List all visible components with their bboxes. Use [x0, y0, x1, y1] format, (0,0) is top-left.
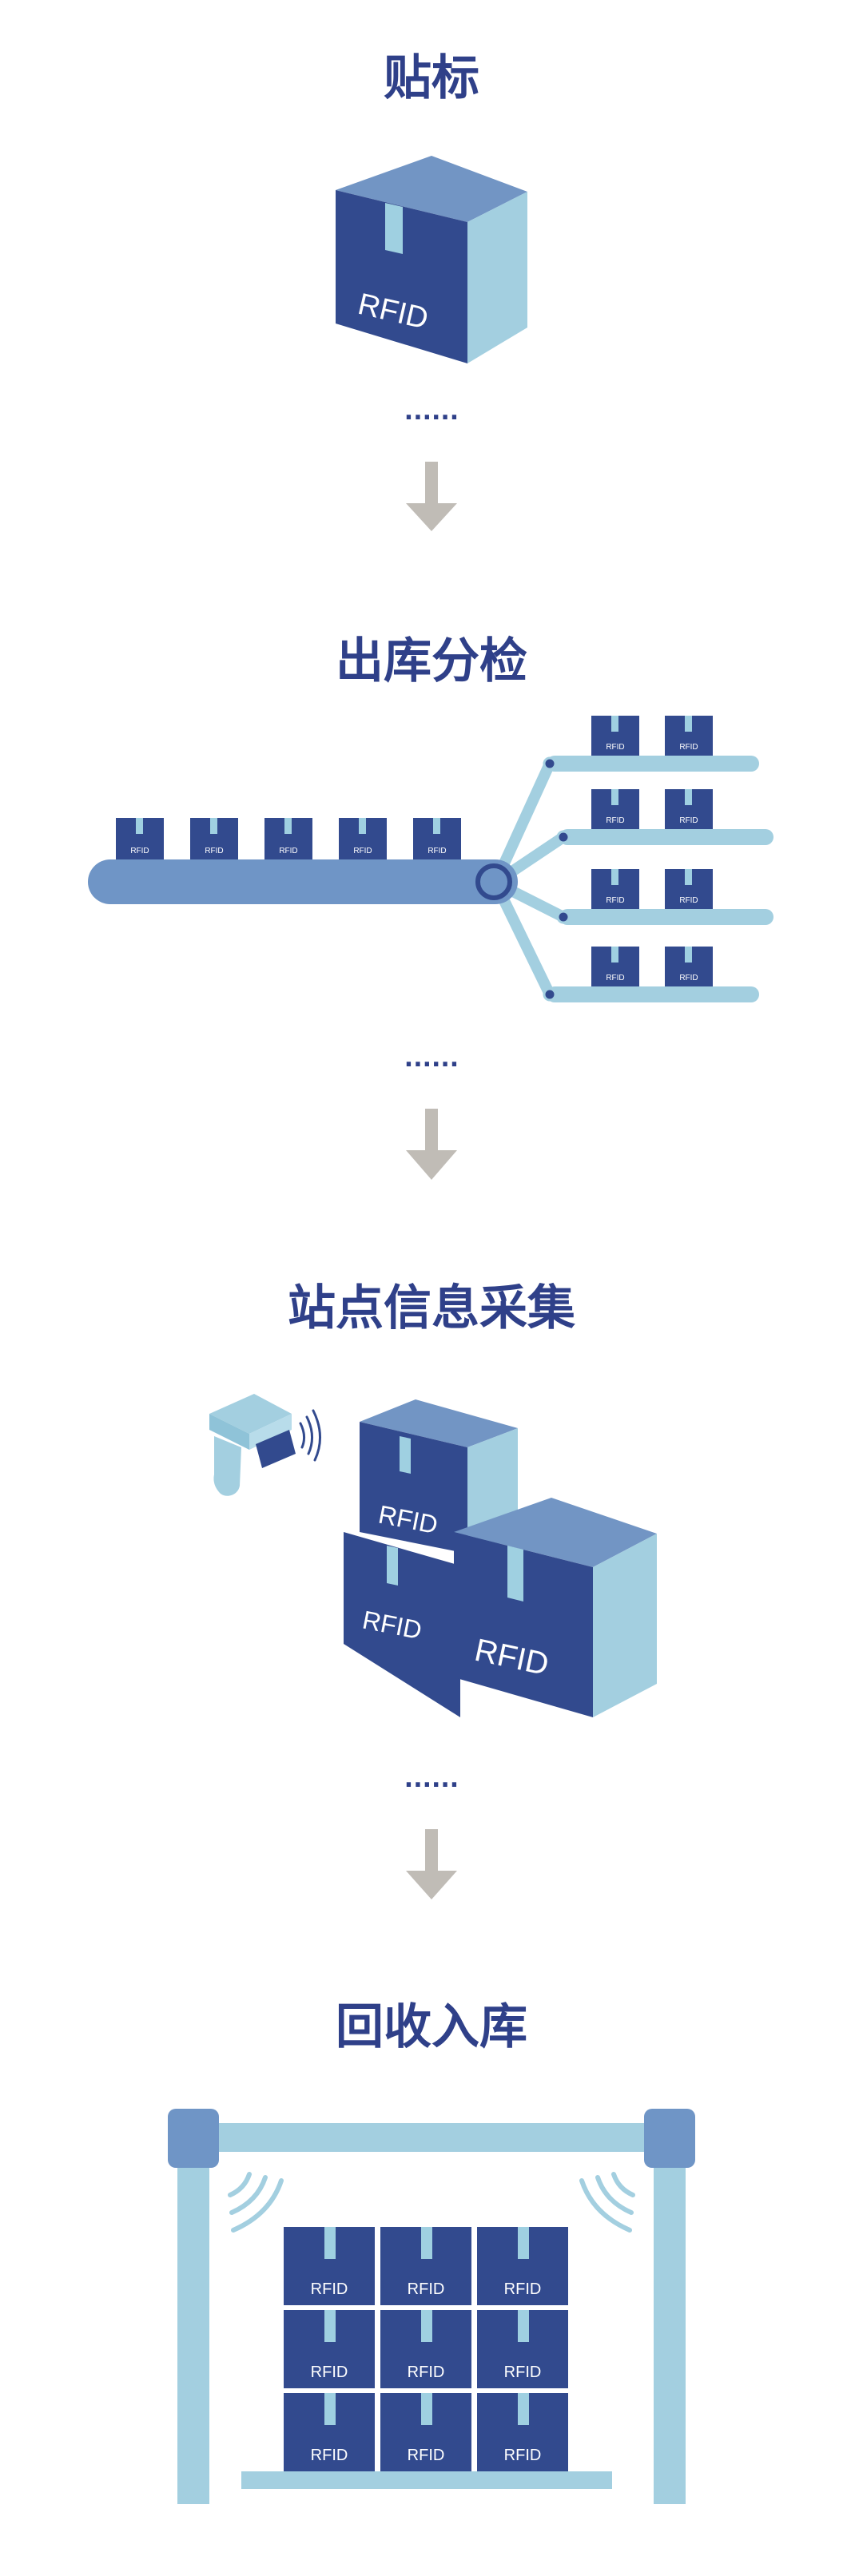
- step-title-recycling: 回收入库: [336, 1999, 527, 2055]
- svg-text:RFID: RFID: [679, 896, 698, 905]
- small-box-icon: RFID: [264, 818, 312, 859]
- arrow-down-icon-3: [406, 1829, 457, 1899]
- grid-box-icon: RFID: [477, 2227, 568, 2305]
- sorting-conveyor: [88, 756, 774, 1002]
- ellipsis-1: ......: [404, 398, 459, 426]
- svg-text:RFID: RFID: [428, 847, 446, 855]
- gate-post-right: [654, 2121, 686, 2504]
- rfid-gate: [168, 2109, 695, 2504]
- svg-text:RFID: RFID: [606, 974, 624, 982]
- svg-text:RFID: RFID: [408, 2364, 445, 2381]
- conveyor-boxes: RFID RFID RFID RFID RFID: [116, 818, 461, 859]
- rfid-scanner-icon: [209, 1394, 296, 1496]
- small-box-icon: RFID: [665, 716, 713, 756]
- svg-text:RFID: RFID: [279, 847, 297, 855]
- conveyor-pivot: [475, 863, 512, 900]
- gate-top-bar: [200, 2123, 663, 2152]
- small-box-icon: RFID: [591, 789, 639, 829]
- box-stack-icon: RFID RFID RFID: [344, 1399, 657, 1717]
- sorting-rail: [547, 756, 759, 772]
- svg-text:RFID: RFID: [504, 2364, 542, 2381]
- small-box-icon: RFID: [665, 869, 713, 909]
- svg-text:RFID: RFID: [606, 896, 624, 905]
- grid-box-icon: RFID: [284, 2310, 375, 2388]
- grid-box-icon: RFID: [477, 2393, 568, 2471]
- small-box-icon: RFID: [413, 818, 461, 859]
- rail-boxes: RFID RFID RFID RFID RFID RFID RFID RFID: [591, 716, 713, 986]
- grid-box-icon: RFID: [477, 2310, 568, 2388]
- ellipsis-2: ......: [404, 1045, 459, 1073]
- small-box-icon: RFID: [591, 947, 639, 986]
- svg-text:RFID: RFID: [606, 816, 624, 825]
- svg-text:RFID: RFID: [205, 847, 223, 855]
- svg-text:RFID: RFID: [679, 743, 698, 752]
- svg-text:RFID: RFID: [408, 2447, 445, 2464]
- svg-text:RFID: RFID: [311, 2280, 348, 2298]
- gate-post-left: [177, 2121, 209, 2504]
- sorting-rail: [559, 909, 774, 925]
- step-title-site-collection: 站点信息采集: [288, 1280, 575, 1336]
- svg-text:RFID: RFID: [606, 743, 624, 752]
- stacked-boxes-grid: RFID RFID RFID RFID RFID RFID RFID RFID …: [284, 2227, 568, 2471]
- svg-text:RFID: RFID: [130, 847, 149, 855]
- svg-text:RFID: RFID: [504, 2447, 542, 2464]
- svg-text:RFID: RFID: [679, 816, 698, 825]
- grid-box-icon: RFID: [284, 2227, 375, 2305]
- grid-box-icon: RFID: [380, 2227, 471, 2305]
- wireless-signal-icon: [299, 1409, 322, 1462]
- gate-reader-left: [168, 2109, 219, 2168]
- small-box-icon: RFID: [591, 869, 639, 909]
- svg-text:RFID: RFID: [311, 2364, 348, 2381]
- gate-reader-right: [644, 2109, 695, 2168]
- small-box-icon: RFID: [190, 818, 238, 859]
- svg-text:RFID: RFID: [311, 2447, 348, 2464]
- svg-text:RFID: RFID: [679, 974, 698, 982]
- step-title-labeling: 贴标: [384, 50, 479, 106]
- labeled-box-icon: RFID: [336, 156, 527, 363]
- ellipsis-3: ......: [404, 1765, 459, 1793]
- sorting-rail: [559, 829, 774, 845]
- small-box-icon: RFID: [591, 716, 639, 756]
- arrow-down-icon-2: [406, 1109, 457, 1180]
- svg-text:RFID: RFID: [353, 847, 372, 855]
- grid-box-icon: RFID: [380, 2393, 471, 2471]
- step-title-sorting: 出库分检: [336, 633, 527, 689]
- wireless-signal-icon: [228, 2172, 635, 2233]
- small-box-icon: RFID: [339, 818, 387, 859]
- grid-box-icon: RFID: [284, 2393, 375, 2471]
- arrow-down-icon-1: [406, 462, 457, 531]
- small-box-icon: RFID: [665, 789, 713, 829]
- grid-box-icon: RFID: [380, 2310, 471, 2388]
- small-box-icon: RFID: [116, 818, 164, 859]
- small-box-icon: RFID: [665, 947, 713, 986]
- pallet: [241, 2471, 612, 2489]
- svg-text:RFID: RFID: [408, 2280, 445, 2298]
- sorting-rail: [547, 986, 759, 1002]
- svg-text:RFID: RFID: [504, 2280, 542, 2298]
- conveyor-belt: [88, 859, 518, 904]
